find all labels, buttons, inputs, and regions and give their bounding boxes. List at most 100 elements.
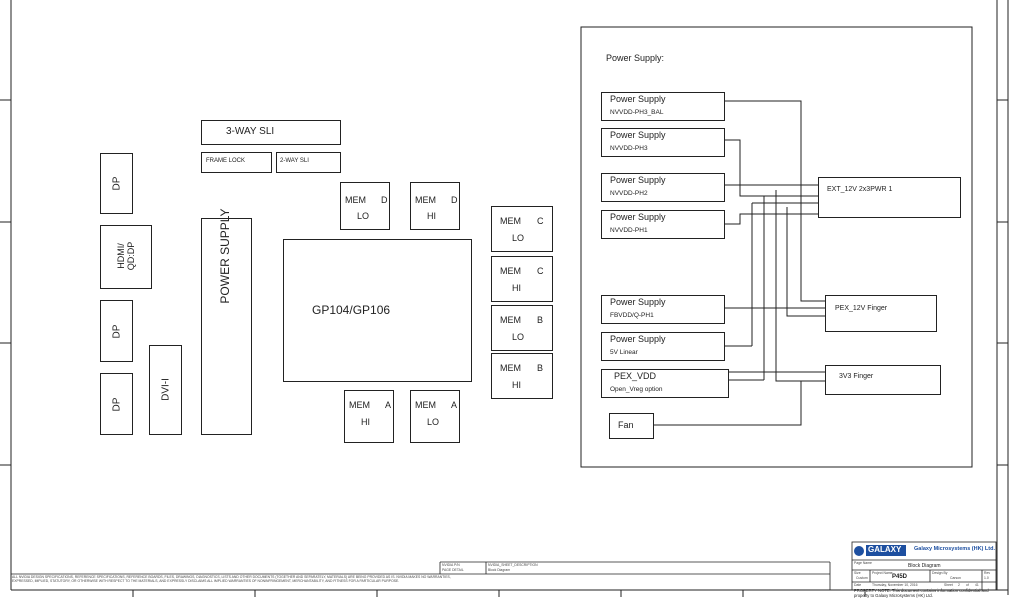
sli-3way-block: 3-WAY SLI (201, 120, 341, 145)
dvi-label: DVI-I (160, 378, 172, 401)
ps-pex-vdd: PEX_VDD Open_Vreg option (601, 369, 729, 398)
power-section-title: Power Supply: (606, 53, 665, 63)
gpu-label: GP104/GP106 (312, 303, 391, 317)
gpu-block: GP104/GP106 (283, 239, 472, 382)
property-note: PROPERTY NOTE: This document contains in… (854, 588, 989, 598)
mem-b-lo-block: MEM B LO (491, 305, 553, 351)
hdmi-connector: HDMI/ QD:DP (100, 225, 152, 289)
date-value: Thursday, November 10, 2016 (872, 583, 918, 587)
mid-label-1: NVIDIA P/N (442, 563, 460, 567)
mem-b-hi-pos: HI (512, 380, 521, 390)
mem-a-hi-mem: MEM (349, 400, 370, 410)
dp-top-label: DP (111, 176, 123, 191)
mid-value-2: Block Diagram (488, 568, 511, 572)
ps-rail-sub: NVVDD-PH3 (610, 145, 648, 152)
mem-b-hi-ch: B (537, 363, 544, 373)
ps-rail-name: Power Supply (610, 130, 666, 140)
galaxy-logo-icon (854, 546, 864, 556)
mem-b-hi-block: MEM B HI (491, 353, 553, 399)
mem-c-hi-pos: HI (512, 283, 521, 293)
mem-d-lo-mem: MEM (345, 195, 366, 205)
ext-12v-connector: EXT_12V 2x3PWR 1 (818, 177, 961, 218)
pex-vdd-sub: Open_Vreg option (610, 386, 663, 393)
dp-connector-top: DP (100, 153, 133, 214)
mem-a-lo-pos: LO (427, 417, 440, 427)
legal-disclaimer: ALL NVIDIA DESIGN SPECIFICATIONS, REFERE… (12, 575, 451, 583)
ps-nvvdd-ph1: Power Supply NVVDD-PH1 (601, 210, 725, 239)
dp-mid-label: DP (111, 324, 123, 339)
mem-b-lo-ch: B (537, 315, 544, 325)
mem-d-lo-pos: LO (357, 211, 370, 221)
rev-value: 1.0 (984, 576, 989, 580)
mem-c-lo-block: MEM C LO (491, 206, 553, 252)
pex-vdd-name: PEX_VDD (614, 371, 657, 381)
size-label: Size (854, 571, 861, 575)
dp-connector-mid: DP (100, 300, 133, 362)
sli-2way-label: 2-WAY SLI (280, 158, 309, 164)
page-name-label: Page Name (854, 561, 872, 565)
design-by-label: Design By (932, 571, 948, 575)
mem-c-lo-ch: C (537, 216, 544, 226)
mem-c-hi-block: MEM C HI (491, 256, 553, 302)
of-label: of (966, 583, 969, 587)
ps-rail-sub: NVVDD-PH2 (610, 190, 648, 197)
company-name: Galaxy Microsystems (HK) Ltd. (914, 546, 995, 552)
ps-rail-name: Power Supply (610, 175, 666, 185)
project-label: Project Name (872, 571, 893, 575)
ps-nvvdd-ph2: Power Supply NVVDD-PH2 (601, 173, 725, 202)
ps-nvvdd-ph3: Power Supply NVVDD-PH3 (601, 128, 725, 157)
ps-rail-name: Power Supply (610, 212, 666, 222)
mem-a-lo-block: MEM A LO (410, 390, 460, 443)
mem-c-hi-ch: C (537, 266, 544, 276)
mem-d-lo-block: MEM D LO (340, 182, 390, 230)
mem-a-hi-block: MEM A HI (344, 390, 394, 443)
design-by-value: Carson (950, 576, 961, 580)
sheet-label: Sheet (944, 583, 953, 587)
mem-a-lo-mem: MEM (415, 400, 436, 410)
fan-label: Fan (618, 420, 634, 430)
power-supply-block-left: POWER SUPPLY (201, 208, 252, 435)
ext-12v-label: EXT_12V 2x3PWR 1 (827, 186, 893, 193)
power-section-frame (580, 26, 973, 468)
hdmi-label: HDMI/ QD:DP (116, 241, 136, 271)
mem-d-lo-ch: D (381, 195, 388, 205)
mem-a-lo-ch: A (451, 400, 458, 410)
ps-fbvdd: Power Supply FBVDD/Q-PH1 (601, 295, 725, 324)
pex-12v-finger: PEX_12V Finger (825, 295, 937, 332)
mid-value-1: NVIDIA_SHEET_DESCRIPTION (488, 563, 538, 567)
fan-block: Fan (609, 413, 654, 439)
size-value: Custom (856, 576, 868, 580)
frame-lock-block: FRAME LOCK (201, 152, 272, 173)
dp-bottom-label: DP (111, 397, 123, 412)
mem-a-hi-pos: HI (361, 417, 370, 427)
ps-5v-linear: Power Supply 5V Linear (601, 332, 725, 361)
mem-b-lo-mem: MEM (500, 315, 521, 325)
mem-a-hi-ch: A (385, 400, 392, 410)
mem-d-hi-pos: HI (427, 211, 436, 221)
mem-d-hi-mem: MEM (415, 195, 436, 205)
of-value: 41 (975, 583, 979, 587)
mem-d-hi-ch: D (451, 195, 458, 205)
ps-rail-name: Power Supply (610, 297, 666, 307)
date-label: Date (854, 583, 862, 587)
ps-nvvdd-ph3-bal: Power Supply NVVDD-PH3_BAL (601, 92, 725, 121)
mem-c-lo-mem: MEM (500, 216, 521, 226)
ps-rail-sub: 5V Linear (610, 349, 638, 356)
sli-2way-block: 2-WAY SLI (276, 152, 341, 173)
ps-rail-sub: FBVDD/Q-PH1 (610, 312, 654, 319)
dp-connector-bottom: DP (100, 373, 133, 435)
galaxy-logo: GALAXY (868, 545, 902, 554)
sheet-value: 2 (958, 583, 960, 587)
frame-lock-label: FRAME LOCK (206, 158, 246, 164)
v3v3-finger: 3V3 Finger (825, 365, 941, 395)
mem-d-hi-block: MEM D HI (410, 182, 460, 230)
mid-label-2: PAGE DETAIL (442, 568, 464, 572)
ps-rail-name: Power Supply (610, 94, 666, 104)
ps-rail-sub: NVVDD-PH1 (610, 227, 648, 234)
mem-b-hi-mem: MEM (500, 363, 521, 373)
ps-rail-name: Power Supply (610, 334, 666, 344)
project-value: P45D (892, 574, 908, 580)
dvi-connector: DVI-I (149, 345, 182, 435)
sli-3way-label: 3-WAY SLI (226, 126, 275, 137)
